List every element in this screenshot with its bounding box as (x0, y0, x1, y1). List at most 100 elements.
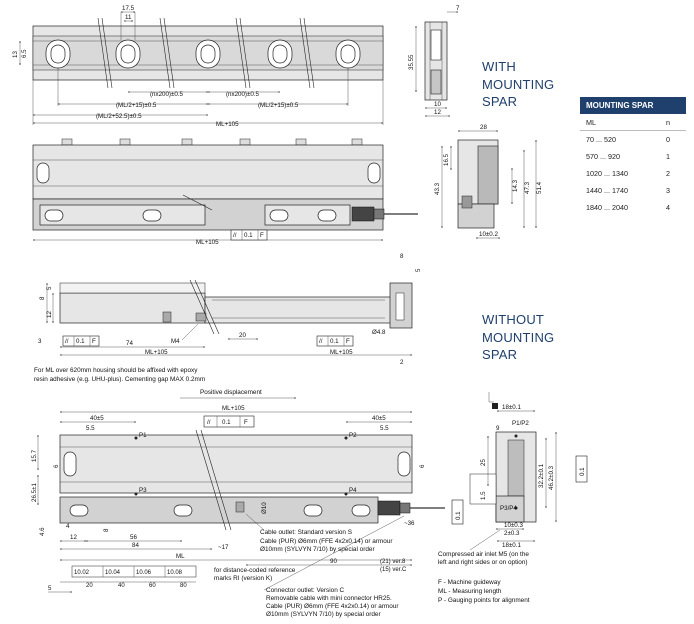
dim-bot-90: 90 (330, 558, 337, 565)
legend-ml: ML - Measuring length (438, 588, 502, 595)
note-epoxy-line1: For ML over 620mm housing should be affi… (34, 367, 198, 374)
dim-mid-8-right: 8 (400, 253, 404, 260)
ref-10-02: 10.02 (74, 570, 90, 576)
note-positive-displacement: Positive displacement (200, 389, 262, 396)
dim-prof-46-2: 46.2±0.3 (548, 465, 555, 490)
dim-6-5: 6.5 (21, 49, 28, 58)
svg-text://: // (233, 232, 237, 239)
svg-text://: // (319, 338, 323, 345)
dim-mid-3: 3 (38, 338, 42, 345)
svg-text://: // (65, 338, 69, 345)
note-air-b: left and right sides or on option) (438, 559, 528, 566)
svg-text:F: F (260, 232, 264, 239)
dim-nx200-a: (nx200)±0.5 (150, 91, 184, 98)
dim-16-5: 16.5 (443, 153, 450, 166)
dim-nx200-b: (nx200)±0.5 (226, 91, 260, 98)
dim-35-55: 35.55 (408, 54, 415, 70)
dim-ml2-15-a: (ML/2+15)±0.5 (116, 102, 157, 109)
dim-bot-ml105: ML+105 (222, 405, 245, 412)
dim-prof-p3p4: P3/P4 (500, 505, 517, 512)
dim-bot-4-6: 4.6 (39, 527, 46, 536)
dim-ml105-front: ML+105 (196, 239, 219, 246)
ref-60: 60 (149, 583, 156, 589)
svg-text:F: F (92, 338, 96, 345)
note-distance-coded-b: marks RI (version K) (214, 575, 272, 582)
dim-mid-5-right: 5 (415, 268, 422, 272)
mounting-slots (45, 39, 361, 69)
dim-prof-32-2: 32.2±0.1 (538, 463, 545, 488)
dim-prof-2-3: 2±0.3 (504, 530, 520, 537)
dim-bot-56: 56 (130, 534, 137, 541)
dim-13: 13 (12, 51, 19, 58)
dim-prof-25: 25 (480, 459, 487, 466)
dim-prof-18b: 18±0.1 (502, 542, 521, 549)
ref-80: 80 (180, 583, 187, 589)
svg-text:F: F (346, 338, 350, 345)
dim-bot-8: 8 (103, 528, 110, 532)
tolerance-frame-mid-2: // 0.1 F (316, 335, 354, 347)
note-cable-c: Connector outlet: Version C (266, 587, 345, 594)
spar-cross-section: 28 16.5 43.3 14.3 47.3 51.4 10±0.2 (434, 124, 543, 239)
dim-bot-d10: Ø10 (261, 502, 268, 514)
note-cable-s2-a: Cable (PUR) Ø6mm (FFE 4x2x0.14) or armou… (260, 538, 393, 545)
bottom-view: ML+105 40±5 40±5 5.5 5.5 // 0.1 F P1 P2 (31, 405, 464, 593)
svg-text:0.1: 0.1 (76, 338, 85, 345)
note-cable-s: Cable outlet: Standard version S (260, 529, 352, 536)
note-cable-s2-b: Ø10mm (SYLVYN 7/10) by special order (260, 546, 375, 553)
point-p1: P1 (139, 432, 147, 439)
note-epoxy-line2: resin adhesive (e.g. UHU-plus). Cementin… (34, 376, 205, 383)
dim-bot-6a: 6 (53, 464, 60, 468)
tolerance-frame-vertical: 0.1 (451, 499, 464, 525)
svg-text://: // (207, 419, 211, 426)
dim-mid-m4: M4 (171, 338, 180, 345)
dim-prof-18a: 18±0.1 (502, 404, 521, 411)
dim-bot-15-7: 15.7 (31, 449, 38, 462)
dim-7: 7 (456, 5, 460, 12)
top-view-spar: 17.5 11 13 6.5 (nx200)±0.5 (nx200)±0.5 (… (12, 5, 384, 128)
dim-bot-36: ~36 (404, 520, 415, 527)
dim-bot-40-5a: 40±5 (90, 415, 104, 422)
dim-prof-1-5: 1.5 (480, 491, 487, 500)
dim-ml2-52: (ML/2+52.5)±0.5 (96, 113, 142, 120)
dim-mid-ml105: ML+105 (145, 349, 168, 356)
dim-bot-6b: 6 (419, 464, 426, 468)
dim-10-0-2: 10±0.2 (479, 231, 498, 238)
svg-text:F: F (244, 419, 248, 426)
point-p4: P4 (349, 487, 357, 494)
ref-10-08: 10.08 (167, 570, 183, 576)
tolerance-frame-profile: 0.1 (575, 455, 588, 483)
tolerance-frame-front: // 0.1 F (230, 229, 268, 241)
dim-bot-21: (21) ver.8 (380, 559, 406, 565)
legend-p: P - Gauging points for alignment (438, 597, 530, 604)
svg-text:0.1: 0.1 (222, 419, 231, 426)
dim-ml2-15-b: (ML/2+15)±0.5 (258, 102, 299, 109)
ref-40: 40 (118, 583, 125, 589)
ref-10-04: 10.04 (105, 570, 121, 576)
dim-bot-ml: ML (176, 553, 185, 560)
dim-mid-20: 20 (239, 332, 246, 339)
dim-51-4: 51.4 (536, 181, 543, 194)
ref-20: 20 (86, 583, 93, 589)
tolerance-frame-mid-1: // 0.1 F (62, 335, 100, 347)
dim-prof-9: 9 (496, 425, 500, 432)
dim-17-5: 17.5 (122, 5, 135, 12)
front-view-spar: ML+105 // 0.1 F (32, 138, 418, 246)
dim-bot-5-5b: 5.5 (380, 425, 389, 432)
dim-prof-10-3: 10±0.3 (504, 522, 523, 529)
dim-bot-26-5: 26.5±1 (31, 483, 38, 502)
legend-f: F - Machine guideway (438, 579, 501, 586)
dim-mid-d48: Ø4.8 (372, 329, 386, 336)
svg-text:0.1: 0.1 (244, 232, 253, 239)
svg-text:ML+105: ML+105 (330, 349, 353, 356)
ref-10-06: 10.06 (136, 570, 152, 576)
spar-end-profile: 7 35.55 10 12 (408, 5, 460, 117)
tolerance-frame-bottom: // 0.1 F (203, 415, 255, 428)
svg-text:0.1: 0.1 (579, 467, 586, 476)
dim-12-top: 12 (434, 109, 441, 116)
dim-43-3: 43.3 (434, 182, 441, 195)
ref-5: 5 (48, 586, 52, 592)
